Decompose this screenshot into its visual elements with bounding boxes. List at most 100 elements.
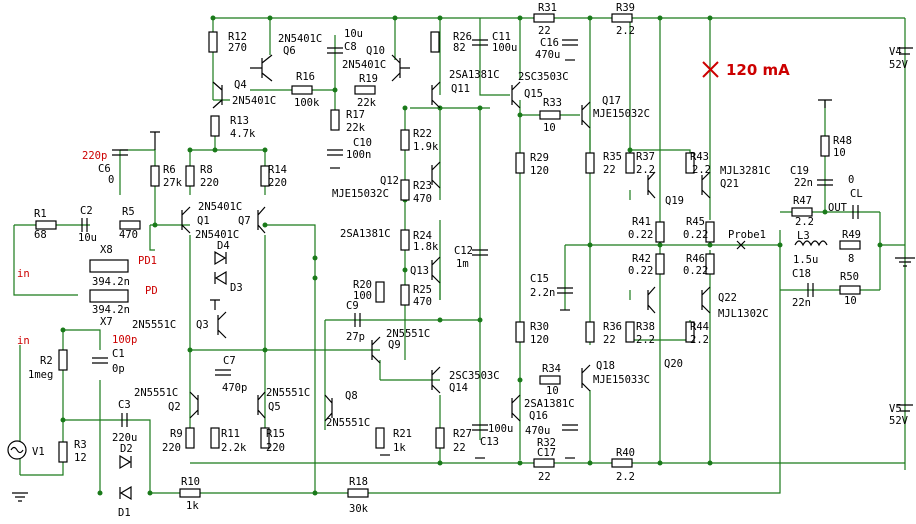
r48-value: 10 <box>833 147 846 159</box>
c1-value: 0p <box>112 363 125 375</box>
q20: Q20 <box>664 358 683 370</box>
q9: Q9 <box>388 339 401 351</box>
r43: R43 <box>690 151 709 163</box>
capacitors <box>81 39 859 431</box>
in-label-1: in <box>17 268 30 280</box>
q14: Q14 <box>449 382 468 394</box>
q17: Q17 <box>602 95 621 107</box>
pd1-label: PD1 <box>138 255 157 267</box>
probe1: Probe1 <box>728 229 766 241</box>
q17-type: MJE15032C <box>593 108 650 120</box>
r13: R13 <box>230 115 249 127</box>
q3-type: 2N5551C <box>132 319 176 331</box>
in-label-2: in <box>17 335 30 347</box>
r24: R24 <box>413 230 432 242</box>
r14-value: 220 <box>268 177 287 189</box>
r39: R39 <box>616 2 635 14</box>
r38: R38 <box>636 321 655 333</box>
r2-value: 1meg <box>28 369 53 381</box>
r26-value: 82 <box>453 42 466 54</box>
q10: Q10 <box>366 45 385 57</box>
l3-value: 1.5u <box>793 254 818 266</box>
q22: Q22 <box>718 292 737 304</box>
q1: Q1 <box>197 215 210 227</box>
r27-value: 22 <box>453 442 466 454</box>
r30: R30 <box>530 321 549 333</box>
out-label: OUT <box>828 202 848 214</box>
q10-type: 2N5401C <box>342 59 386 71</box>
r22: R22 <box>413 128 432 140</box>
r13-value: 4.7k <box>230 128 256 140</box>
c18-value: 22n <box>792 297 811 309</box>
resistors <box>35 13 861 498</box>
d1: D1 <box>118 507 131 519</box>
q11-type: 2SA1381C <box>449 69 500 81</box>
r46: R46 <box>686 253 705 265</box>
r21: R21 <box>393 428 412 440</box>
voltage-source-v1 <box>7 440 27 460</box>
inductor-l3 <box>794 240 828 247</box>
x7: X7 <box>100 316 113 328</box>
q2: Q2 <box>168 401 181 413</box>
r20-value: 100 <box>353 290 372 302</box>
r49: R49 <box>842 229 861 241</box>
c3: C3 <box>118 399 131 411</box>
r43-value: 2.2 <box>692 164 711 176</box>
q14-type: 2SC3503C <box>449 370 500 382</box>
c12: C12 <box>454 245 473 257</box>
c13: C13 <box>480 436 499 448</box>
diodes <box>119 250 227 501</box>
v4-value: 52V <box>889 59 909 71</box>
r50-value: 10 <box>844 295 857 307</box>
q6: Q6 <box>283 45 296 57</box>
r27: R27 <box>453 428 472 440</box>
r29: R29 <box>530 152 549 164</box>
c13-value: 100u <box>488 423 513 435</box>
c7: C7 <box>223 355 236 367</box>
r12-value: 270 <box>228 42 247 54</box>
r1-value: 68 <box>34 229 47 241</box>
photodiode-blocks <box>89 259 129 303</box>
q21: Q21 <box>720 178 739 190</box>
r44: R44 <box>690 321 709 333</box>
r45-value: 0.22 <box>683 229 708 241</box>
r14: R14 <box>268 164 287 176</box>
l3: L3 <box>797 230 810 242</box>
q4: Q4 <box>234 79 247 91</box>
r44-value: 2.2 <box>690 334 709 346</box>
r50: R50 <box>840 271 859 283</box>
transistors <box>181 54 711 422</box>
q13: Q13 <box>410 265 429 277</box>
r15: R15 <box>266 428 285 440</box>
c9-value: 27p <box>346 331 365 343</box>
r33: R33 <box>543 97 562 109</box>
r38-value: 2.2 <box>636 334 655 346</box>
r41-value: 0.22 <box>628 229 653 241</box>
r42-value: 0.22 <box>628 265 653 277</box>
x7-value: 394.2n <box>92 304 130 316</box>
pd-label: PD <box>145 285 158 297</box>
cl-value: 0 <box>848 174 854 186</box>
r47-value: 2.2 <box>795 216 814 228</box>
c15: C15 <box>530 273 549 285</box>
r5: R5 <box>122 206 135 218</box>
c8: C8 <box>344 41 357 53</box>
r34: R34 <box>542 363 561 375</box>
c15-value: 2.2n <box>530 287 555 299</box>
v5: V5 <box>889 403 902 415</box>
c6: C6 <box>98 163 111 175</box>
r15-value: 220 <box>266 442 285 454</box>
x8: X8 <box>100 244 113 256</box>
c2-value: 10u <box>78 232 97 244</box>
r24-value: 1.8k <box>413 241 439 253</box>
r31: R31 <box>538 2 557 14</box>
r41: R41 <box>632 216 651 228</box>
r8: R8 <box>200 164 213 176</box>
c11-value: 100u <box>492 42 517 54</box>
r49-value: 8 <box>848 253 854 265</box>
c6-value-red: 220p <box>82 150 107 162</box>
r18: R18 <box>349 476 368 488</box>
r16: R16 <box>296 71 315 83</box>
r26: R26 <box>453 31 472 43</box>
